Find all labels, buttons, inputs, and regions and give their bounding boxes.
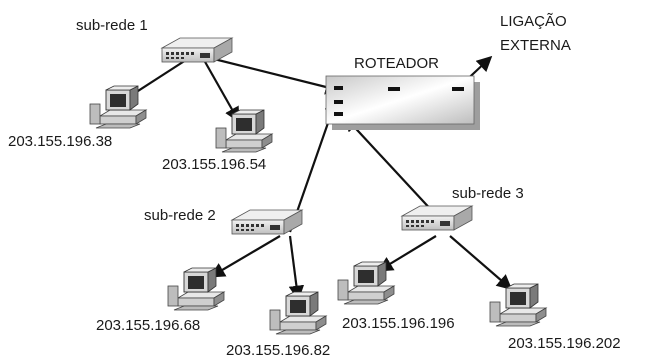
computer-203-155-196-202 xyxy=(489,283,547,327)
host-203-155-196-196: 203.155.196.196 xyxy=(342,315,455,332)
computer-203-155-196-82 xyxy=(269,291,327,335)
subnet-3-label: sub-rede 3 xyxy=(452,185,524,202)
subnet-1-label: sub-rede 1 xyxy=(76,17,148,34)
computer-203-155-196-68 xyxy=(167,267,225,311)
external-link-label-line1: LIGAÇÃO xyxy=(500,13,567,30)
external-link-label-line2: EXTERNA xyxy=(500,37,571,54)
link-hub1-pc54 xyxy=(203,59,240,123)
host-203-155-196-202: 203.155.196.202 xyxy=(508,335,621,352)
link-hub3-pc202 xyxy=(449,235,513,291)
host-203-155-196-68: 203.155.196.68 xyxy=(96,317,200,334)
link-hub1-router xyxy=(197,53,341,95)
router-label: ROTEADOR xyxy=(354,55,439,72)
computer-203-155-196-38 xyxy=(89,85,147,129)
link-hub2-pc68 xyxy=(209,235,281,278)
router xyxy=(325,75,480,130)
hub-subnet-1 xyxy=(161,37,233,63)
host-203-155-196-82: 203.155.196.82 xyxy=(226,342,330,359)
link-hub3-pc196 xyxy=(377,235,437,272)
subnet-2-label: sub-rede 2 xyxy=(144,207,216,224)
hub-subnet-3 xyxy=(401,205,473,231)
host-203-155-196-54: 203.155.196.54 xyxy=(162,156,266,173)
computer-203-155-196-54 xyxy=(215,109,273,153)
host-203-155-196-38: 203.155.196.38 xyxy=(8,133,112,150)
computer-203-155-196-196 xyxy=(337,261,395,305)
link-hub2-pc82 xyxy=(288,235,305,302)
